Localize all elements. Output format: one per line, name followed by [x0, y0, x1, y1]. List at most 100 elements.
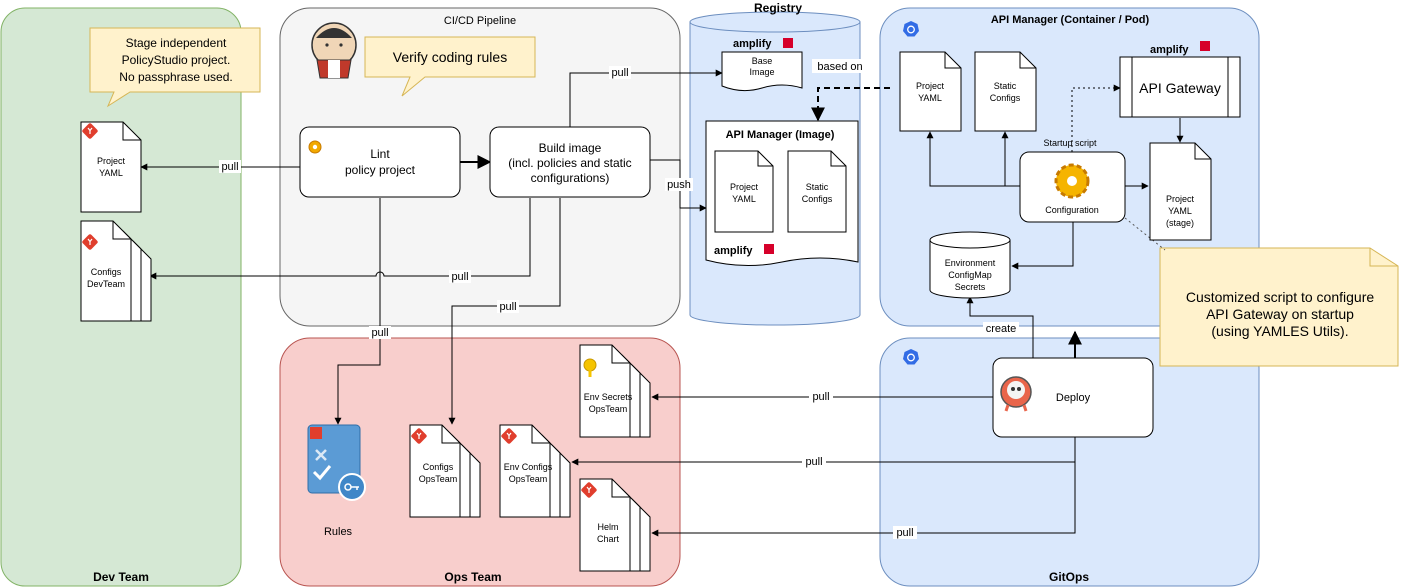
svg-text:Project: Project	[730, 182, 759, 192]
image-project-yaml-doc: Project YAML	[714, 150, 774, 233]
am-project-yaml-doc[interactable]: Project YAML	[899, 51, 962, 132]
svg-text:amplify: amplify	[733, 38, 772, 50]
edge-label-based-on: based on	[817, 61, 862, 73]
svg-text:amplify: amplify	[1150, 44, 1189, 56]
doc-label: Configs	[990, 93, 1021, 103]
deploy-label: Deploy	[1056, 392, 1091, 404]
edge-labels: pull pull pull push pull pull based on c…	[219, 59, 1019, 539]
edge-script-project-yaml	[926, 131, 1020, 187]
edge-pull-rules	[334, 198, 381, 425]
edge-label-push: push	[667, 179, 691, 191]
build-label: Build image	[539, 141, 602, 155]
doc-label: OpsTeam	[509, 474, 548, 484]
edge-config-env	[1011, 222, 1074, 270]
edge-pull-helm	[651, 462, 1076, 537]
edge-based-on	[811, 87, 890, 122]
amplify-logo: amplify	[733, 38, 793, 50]
doc-label: YAML	[99, 168, 123, 178]
ops-env-configs-doc-stack[interactable]: Env Configs OpsTeam	[499, 424, 571, 518]
api-gateway-label: API Gateway	[1139, 80, 1221, 96]
env-configmap-secrets-store[interactable]: Environment ConfigMap Secrets	[929, 231, 1011, 299]
doc-label: YAML	[1168, 206, 1192, 216]
edge-pull-configs-devteam	[149, 198, 531, 280]
build-box[interactable]: Build image (incl. policies and static c…	[489, 126, 651, 198]
edge-label-pull: pull	[896, 527, 913, 539]
edges	[140, 69, 1184, 537]
doc-label: OpsTeam	[419, 474, 458, 484]
build-label: (incl. policies and static	[508, 156, 631, 170]
doc-label: OpsTeam	[589, 404, 628, 414]
svg-text:Configs: Configs	[802, 194, 833, 204]
edge-label-pull: pull	[371, 327, 388, 339]
amplify-logo: amplify	[714, 244, 774, 257]
lint-box[interactable]: Lint policy project	[299, 126, 461, 198]
edge-pull-base-image	[569, 69, 723, 127]
edge-label-create: create	[986, 323, 1017, 335]
edge-config-note	[1124, 217, 1166, 251]
doc-label: Static	[994, 81, 1017, 91]
am-static-configs-doc[interactable]: Static Configs	[974, 51, 1037, 132]
rules-label: Rules	[324, 526, 353, 538]
lint-label: Lint	[370, 147, 390, 161]
gitops-title: GitOps	[1049, 570, 1089, 584]
dev-configs-doc-stack[interactable]: Configs DevTeam	[80, 220, 152, 322]
doc-label: (stage)	[1166, 218, 1194, 228]
gear-icon	[308, 140, 322, 154]
doc-label: DevTeam	[87, 279, 125, 289]
cicd-title: CI/CD Pipeline	[444, 15, 516, 27]
doc-label: Env Configs	[504, 462, 553, 472]
doc-label: Base	[752, 56, 773, 66]
doc-label: Helm	[597, 522, 618, 532]
doc-label: Project	[97, 156, 126, 166]
edge-script-gateway	[1071, 84, 1121, 152]
store-label: Environment	[945, 258, 996, 268]
ops-env-secrets-doc-stack[interactable]: Env Secrets OpsTeam	[579, 344, 651, 438]
doc-label: YAML	[918, 93, 942, 103]
amplify-logo: amplify	[1150, 41, 1210, 56]
dev-note-line: PolicyStudio project.	[122, 53, 231, 67]
api-gateway-process[interactable]: API Gateway	[1119, 56, 1241, 118]
gear-icon	[1054, 163, 1090, 199]
doc-label: Chart	[597, 534, 620, 544]
ops-team-title: Ops Team	[444, 570, 501, 584]
dev-note-line: No passphrase used.	[119, 70, 232, 84]
am-project-yaml-stage-doc[interactable]: Project YAML (stage)	[1149, 142, 1212, 241]
edge-label-pull: pull	[221, 161, 238, 173]
script-note-line: Customized script to configure	[1186, 289, 1375, 305]
api-image-title: API Manager (Image)	[726, 129, 835, 141]
edge-label-pull: pull	[805, 456, 822, 468]
doc-label: Configs	[91, 267, 122, 277]
configuration-label: Configuration	[1045, 205, 1099, 215]
jenkins-note-callout: Verify coding rules	[364, 36, 536, 97]
rules-icon[interactable]: Rules	[307, 424, 366, 538]
key-icon	[583, 358, 597, 377]
api-manager-title: API Manager (Container / Pod)	[991, 14, 1150, 26]
configuration-box[interactable]: Configuration	[1019, 151, 1126, 223]
svg-text:Static: Static	[806, 182, 829, 192]
script-note-line: API Gateway on startup	[1206, 306, 1354, 322]
deploy-box[interactable]: Deploy	[992, 357, 1154, 438]
dev-project-yaml-doc[interactable]: Project YAML	[80, 121, 142, 213]
edge-create-env	[966, 296, 1034, 358]
startup-script-label: Startup script	[1043, 138, 1097, 148]
jenkins-note-text: Verify coding rules	[393, 49, 507, 65]
store-label: ConfigMap	[948, 270, 992, 280]
script-note-callout: Customized script to configure API Gatew…	[1159, 247, 1399, 367]
edge-label-pull: pull	[499, 301, 516, 313]
argo-icon	[1000, 376, 1032, 412]
ops-helm-chart-doc-stack[interactable]: Helm Chart	[579, 478, 651, 572]
edge-label-pull: pull	[611, 67, 628, 79]
doc-label: Project	[916, 81, 945, 91]
edge-label-pull: pull	[451, 271, 468, 283]
image-static-configs-doc: Static Configs	[787, 150, 847, 233]
doc-label: Image	[749, 67, 774, 77]
svg-text:YAML: YAML	[732, 194, 756, 204]
base-image-doc[interactable]: amplify Base Image	[721, 38, 803, 92]
ops-configs-doc-stack[interactable]: Configs OpsTeam	[409, 424, 481, 518]
edge-label-pull: pull	[812, 391, 829, 403]
store-label: Secrets	[955, 282, 986, 292]
doc-label: Configs	[423, 462, 454, 472]
svg-text:amplify: amplify	[714, 245, 753, 257]
api-manager-image-doc[interactable]: API Manager (Image) Project YAML Static …	[705, 120, 859, 267]
